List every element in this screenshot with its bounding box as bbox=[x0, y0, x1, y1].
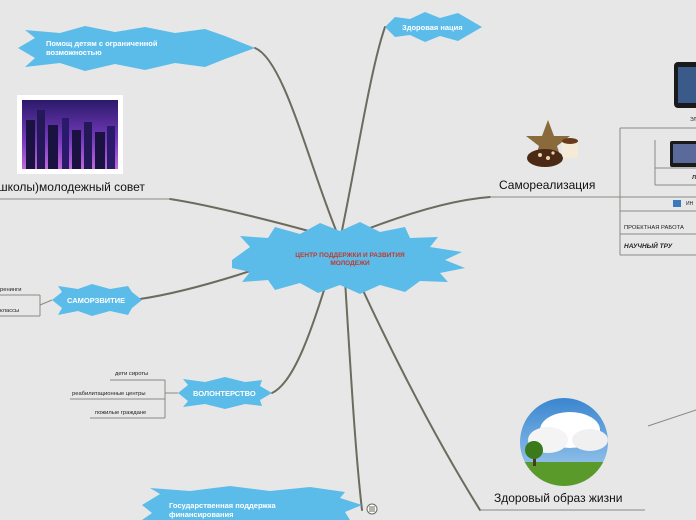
branch-state-support bbox=[344, 279, 363, 511]
state-support-line1: Государственная поддержка bbox=[169, 501, 276, 510]
healthy-lifestyle-label[interactable]: Здоровый образ жизни bbox=[494, 491, 623, 505]
branch-help-children bbox=[254, 47, 341, 241]
self-realization-item-4[interactable]: ПРОЕКТНАЯ РАБОТА bbox=[624, 225, 684, 231]
self-realization-item-2[interactable]: Л bbox=[692, 175, 696, 181]
help-children-label[interactable]: Помощ детям с ограниченной возможностью bbox=[46, 39, 157, 57]
center-node-burst[interactable] bbox=[232, 222, 465, 294]
volunteering-burst[interactable] bbox=[178, 377, 272, 409]
center-node-title[interactable]: ЦЕНТР ПОДДЕРЖКИ И РАЗВИТИЯ МОЛОДЕЖИ bbox=[272, 252, 428, 268]
volunteering-item-1[interactable]: дети сироты bbox=[115, 371, 149, 377]
state-support-line2: финансирования bbox=[169, 510, 234, 519]
help-children-burst[interactable] bbox=[18, 26, 255, 71]
state-support-label[interactable]: Государственная поддержка финансирования bbox=[169, 501, 276, 519]
self-development-item-2[interactable]: классы bbox=[0, 308, 20, 314]
branch-healthy-nation bbox=[339, 26, 386, 241]
state-support-burst[interactable] bbox=[142, 486, 362, 520]
self-development-label[interactable]: САМОРЗВИТИЕ bbox=[67, 296, 126, 305]
healthy-nation-burst[interactable] bbox=[385, 12, 482, 42]
collapse-toggle-icon[interactable] bbox=[366, 503, 378, 515]
cloud-tree-photo-icon bbox=[520, 398, 608, 486]
volunteering-item-2[interactable]: реабилитационные центры bbox=[72, 391, 146, 397]
self-development-item-1[interactable]: ренинги bbox=[0, 287, 22, 293]
star-coffee-icon bbox=[526, 120, 578, 167]
self-realization-item-1[interactable]: ЭЛ bbox=[690, 117, 696, 123]
help-children-line1: Помощ детям с ограниченной bbox=[46, 39, 158, 48]
self-realization-item-5[interactable]: НАУЧНЫЙ ТРУ bbox=[624, 243, 673, 250]
self-realization-label[interactable]: Самореализация bbox=[499, 178, 596, 192]
volunteering-label[interactable]: ВОЛОНТЕРСТВО bbox=[193, 389, 256, 398]
tablet-icon bbox=[674, 62, 696, 108]
self-realization-item-3[interactable]: ИН bbox=[686, 201, 694, 207]
tv-icon bbox=[670, 141, 696, 167]
city-photo-icon bbox=[17, 95, 123, 174]
volunteering-item-3[interactable]: пожилые граждане bbox=[95, 410, 147, 416]
help-children-line2: возможностью bbox=[46, 48, 102, 57]
center-title-line2: МОЛОДЕЖИ bbox=[330, 260, 370, 267]
healthy-nation-label[interactable]: Здоровая нация bbox=[402, 23, 463, 32]
self-development-burst[interactable] bbox=[52, 284, 142, 316]
youth-council-label[interactable]: школы)молодежный совет bbox=[0, 180, 145, 194]
info-square-icon bbox=[673, 200, 681, 207]
center-title-line1: ЦЕНТР ПОДДЕРЖКИ И РАЗВИТИЯ bbox=[295, 252, 405, 259]
